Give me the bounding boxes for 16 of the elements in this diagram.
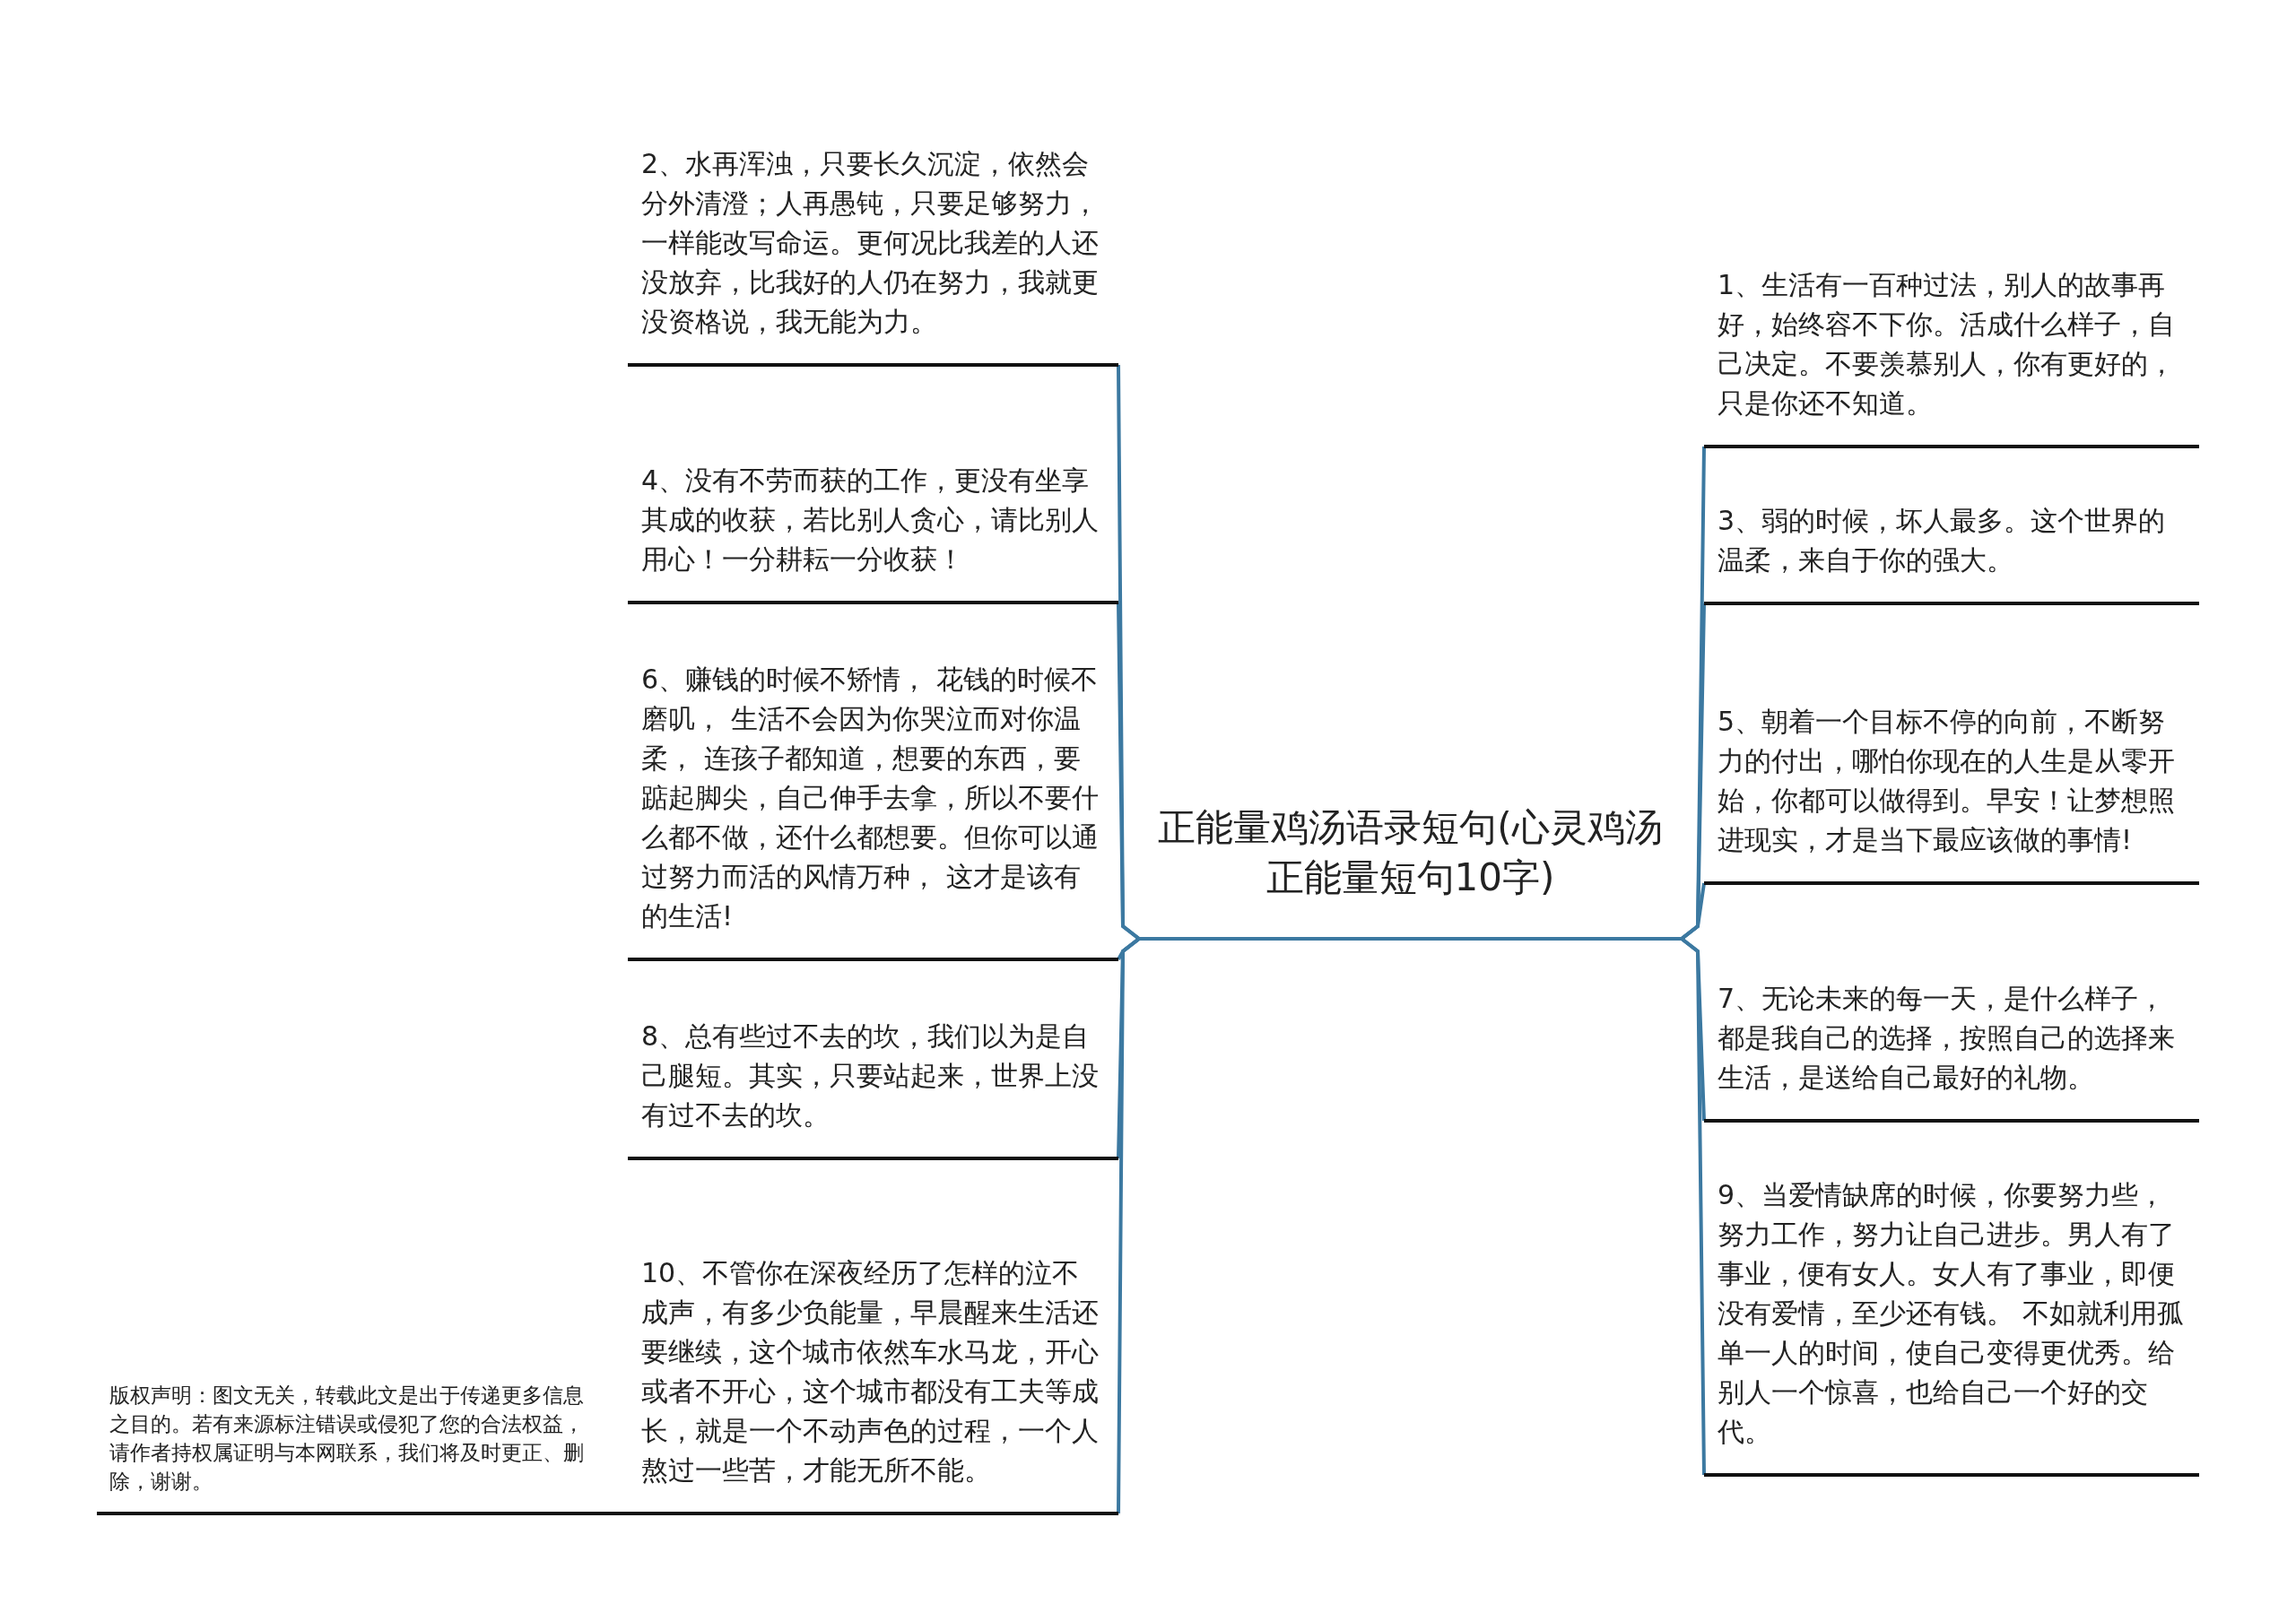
connector-line bbox=[1680, 882, 1706, 941]
quote-text: 6、赚钱的时候不矫情， 花钱的时候不磨叽， 生活不会因为你哭泣而对你温柔， 连孩子都知道，想要的东西，要踮起脚尖，自己伸手去拿，所以不要什么都不做，还什么都想要。但你可以通过努力而活的风情万种， 这才是该有的生活! bbox=[641, 663, 1100, 933]
quote-text: 3、弱的时候，坏人最多。这个世界的温柔，来自于你的强大。 bbox=[1718, 504, 2167, 577]
connector-line bbox=[1117, 937, 1141, 1513]
quote-text: 2、水再浑浊，只要长久沉淀，依然会分外清澄；人再愚钝，只要足够努力，一样能改写命运。更何况比我差的人还没放弃，比我好的人仍在努力，我就更没资格说，我无能为力。 bbox=[641, 147, 1100, 339]
topic-title: 正能量鸡汤语录短句(心灵鸡汤正能量短句10字) bbox=[1157, 804, 1664, 901]
quote-text: 10、不管你在深夜经历了怎样的泣不成声，有多少负能量，早晨醒来生活还要继续，这个城市依然车水马龙，开心或者不开心，这个城市都没有工夫等成长，就是一个不动声色的过程，一个人熬过一些苦，才能无所不能。 bbox=[641, 1256, 1100, 1487]
quote-text: 8、总有些过不去的坎，我们以为是自己腿短。其实，只要站起来，世界上没有过不去的坎。 bbox=[641, 1019, 1100, 1132]
quote-text: 1、生活有一百种过法，别人的故事再好，始终容不下你。活成什么样子，自己决定。不要羡慕别人，你有更好的，只是你还不知道。 bbox=[1718, 268, 2176, 421]
quote-text: 7、无论未来的每一天，是什么样子，都是我自己的选择，按照自己的选择来生活，是送给自己最好的礼物。 bbox=[1718, 982, 2176, 1095]
connector-line bbox=[1117, 602, 1141, 941]
copyright-note: 版权声明：图文无关，转载此文是出于传递更多信息之目的。若有来源标注错误或侵犯了您的合法权益，请作者持权属证明与本网联系，我们将及时更正、删除，谢谢。 bbox=[109, 1383, 585, 1495]
quote-text: 4、没有不劳而获的工作，更没有坐享其成的收获，若比别人贪心，请比别人用心！一分耕耘一分收获！ bbox=[641, 464, 1100, 577]
quote-text: 9、当爱情缺席的时候，你要努力些，努力工作，努力让自己进步。男人有了事业，便有女人。女人有了事业，即便没有爱情，至少还有钱。 不如就利用孤单一人的时间，使自己变得更优秀。给别人一个惊喜，也给自己一个好的交代。 bbox=[1718, 1178, 2185, 1449]
quote-text: 5、朝着一个目标不停的向前，不断努力的付出，哪怕你现在的人生是从零开始，你都可以做得到。早安！让梦想照进现实，才是当下最应该做的事情! bbox=[1718, 705, 2176, 857]
connector-line bbox=[1680, 937, 1706, 1476]
